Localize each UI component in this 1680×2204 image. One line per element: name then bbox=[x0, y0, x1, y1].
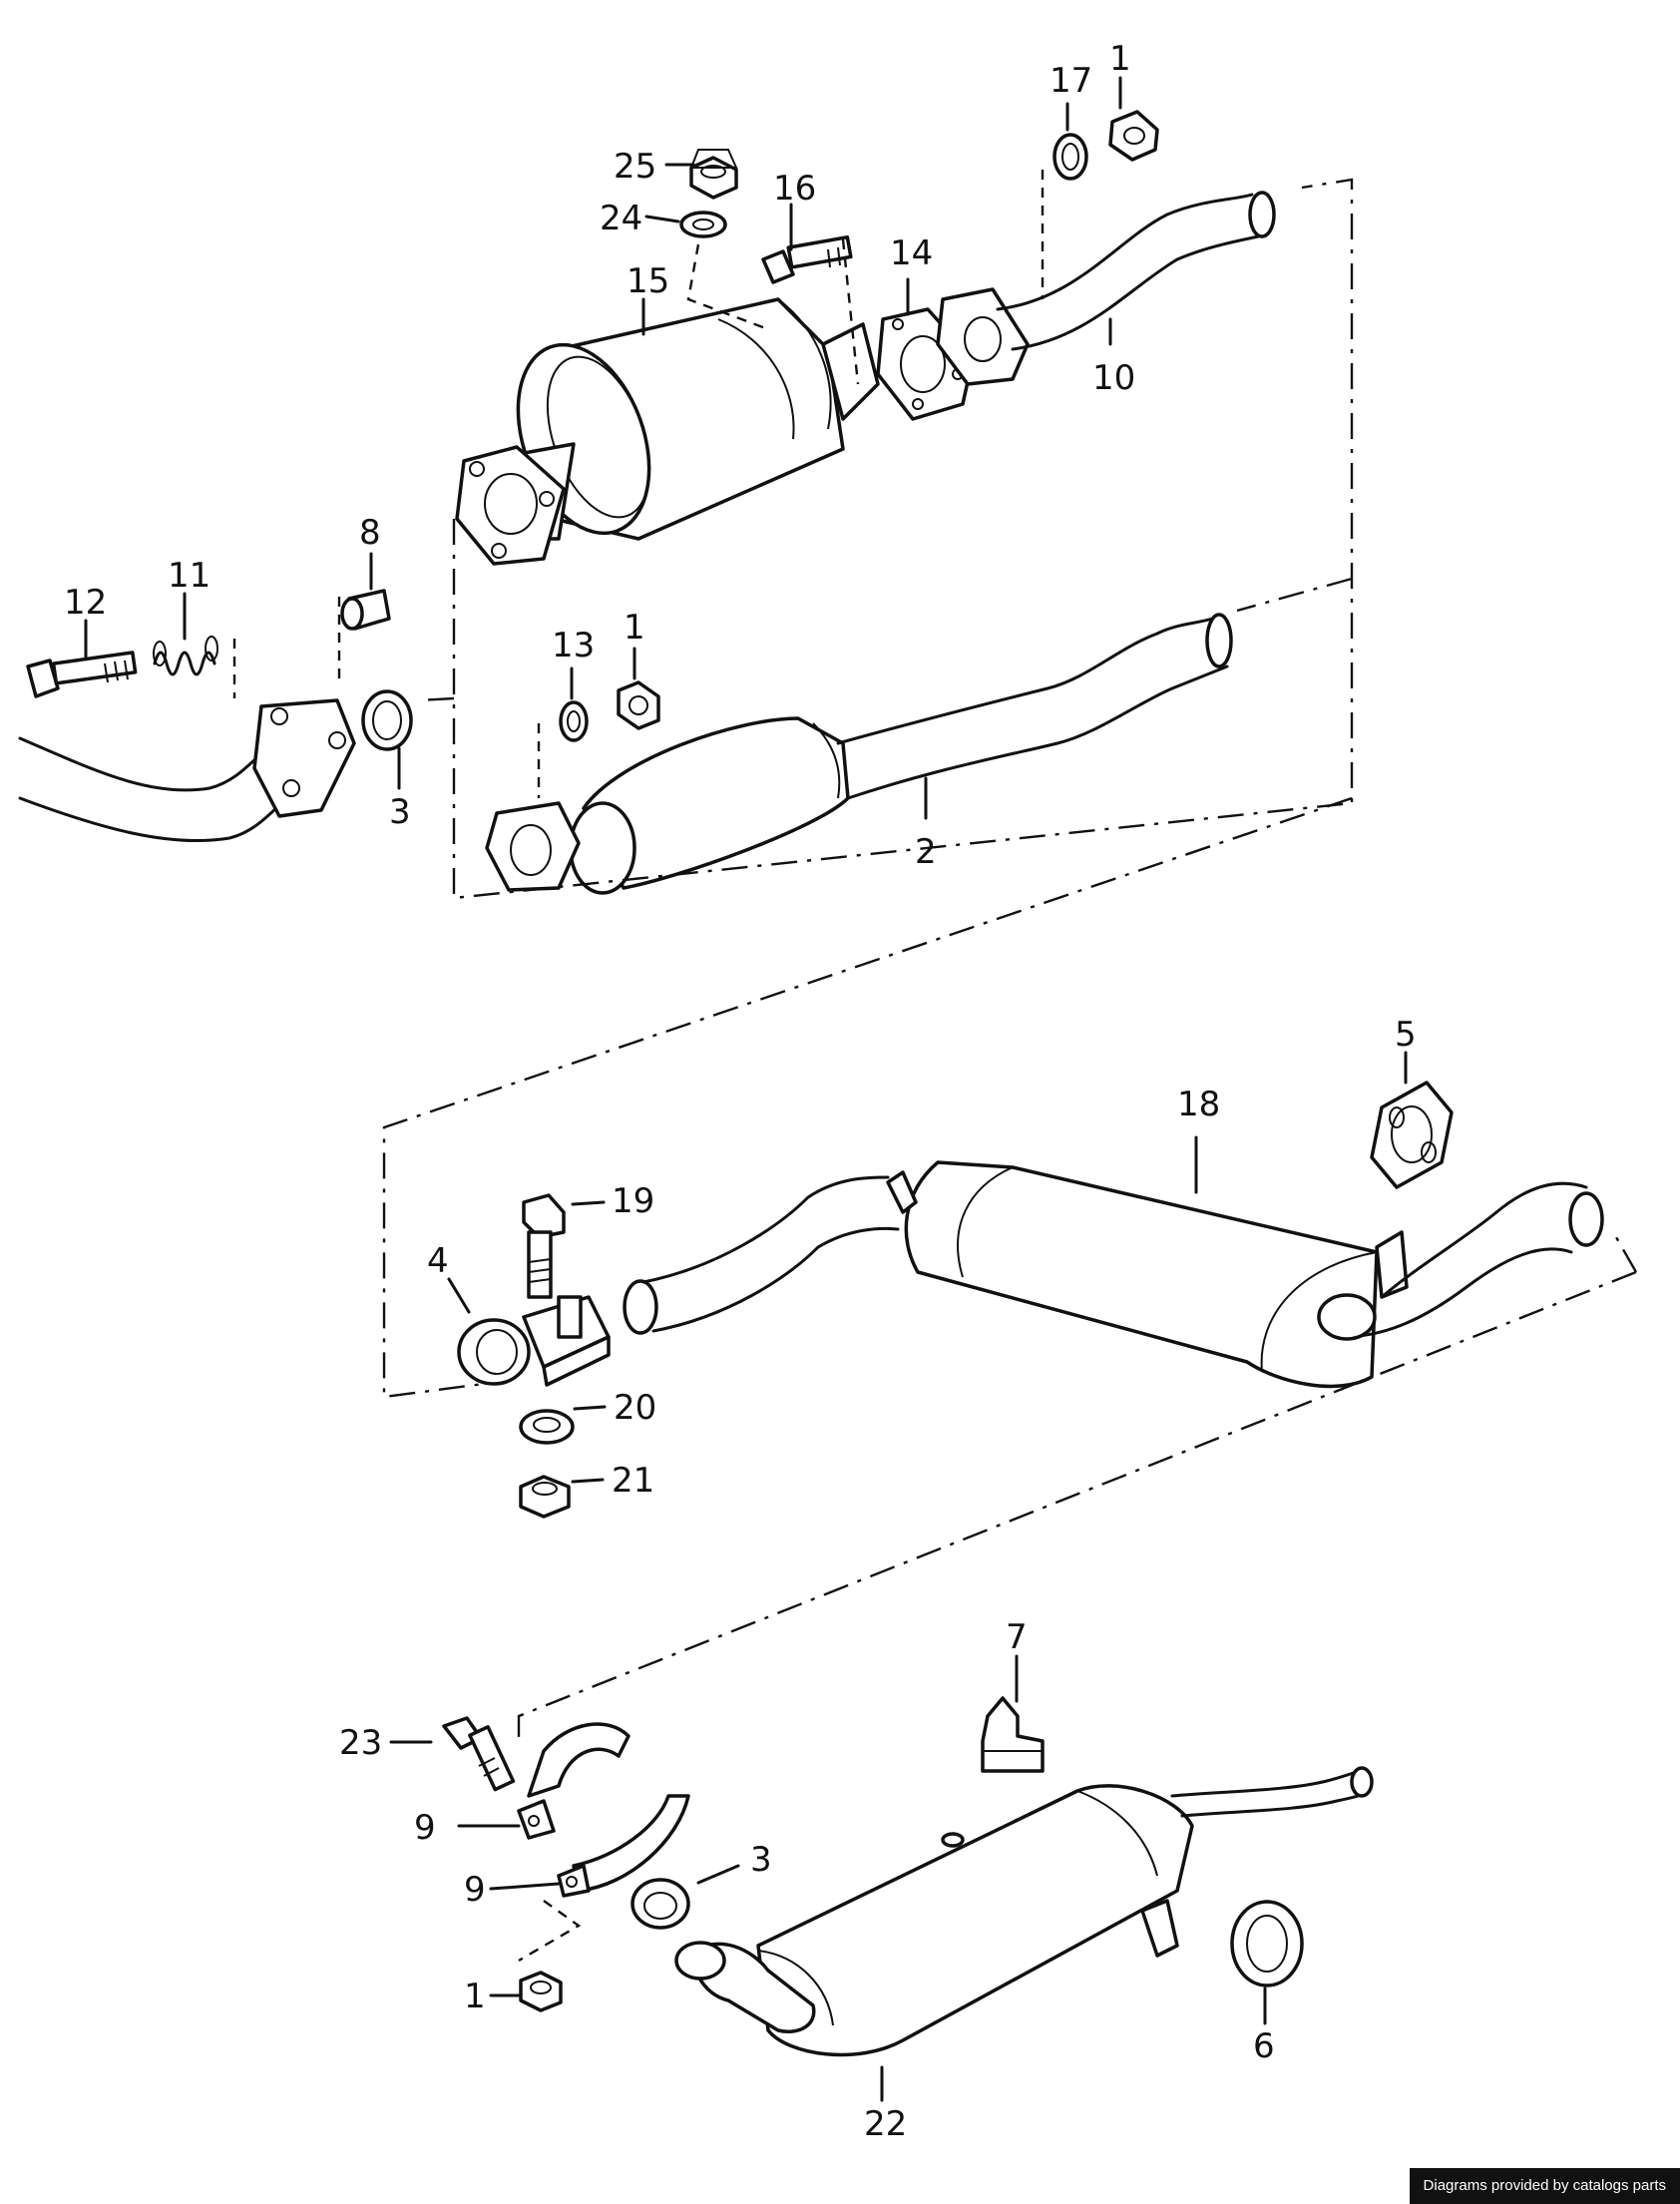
clamp-half-9-upper bbox=[517, 1722, 630, 1840]
bolt-16 bbox=[761, 234, 853, 284]
callout-24: 24 bbox=[600, 199, 642, 238]
rubber-buffer-7 bbox=[981, 1696, 1045, 1773]
intermediate-pipe bbox=[623, 1175, 900, 1335]
bolt-12 bbox=[26, 651, 138, 698]
sealing-ring-3-upper bbox=[361, 689, 413, 751]
callout-7: 7 bbox=[1006, 1617, 1028, 1657]
hex-nut-25 bbox=[689, 149, 738, 200]
callout-23: 23 bbox=[339, 1723, 382, 1763]
callout-1: 1 bbox=[1109, 39, 1131, 79]
bolt-23 bbox=[442, 1716, 516, 1792]
callout-17: 17 bbox=[1050, 61, 1092, 101]
callout-14: 14 bbox=[890, 233, 933, 273]
callout-8: 8 bbox=[359, 513, 381, 553]
sleeve-8 bbox=[340, 589, 391, 631]
assembly-boundary-4 bbox=[382, 796, 1353, 1399]
diagram-credit-footer: Diagrams provided by catalogs parts bbox=[1409, 2168, 1680, 2204]
sealing-ring-3-lower bbox=[630, 1878, 690, 1930]
callout-9: 9 bbox=[414, 1808, 436, 1848]
callout-9: 9 bbox=[464, 1870, 486, 1910]
callout-15: 15 bbox=[627, 261, 669, 301]
callout-3: 3 bbox=[389, 792, 411, 832]
callout-22: 22 bbox=[864, 2104, 907, 2144]
hex-nut-1-bottom bbox=[519, 1971, 563, 2012]
callout-18: 18 bbox=[1177, 1085, 1220, 1124]
callout-1: 1 bbox=[464, 1977, 486, 2016]
callout-2: 2 bbox=[915, 832, 937, 872]
callout-19: 19 bbox=[612, 1181, 654, 1221]
washer-13 bbox=[559, 700, 589, 742]
assembly-boundary-1 bbox=[452, 178, 1354, 900]
callout-11: 11 bbox=[168, 556, 210, 596]
callout-21: 21 bbox=[612, 1461, 654, 1501]
mounting-ring-6 bbox=[1230, 1900, 1304, 1987]
rear-muffler-18 bbox=[886, 1160, 1604, 1389]
hex-nut-1-top bbox=[1108, 110, 1159, 162]
lock-washer-20 bbox=[519, 1409, 575, 1445]
front-pipe-flange bbox=[252, 698, 356, 818]
catalytic-converter bbox=[455, 297, 880, 566]
callout-20: 20 bbox=[614, 1388, 656, 1428]
pipe-clamp-4 bbox=[457, 1295, 611, 1387]
callout-numbers: 1 17 25 24 16 15 14 10 8 12 11 3 13 1 2 … bbox=[64, 39, 1417, 2144]
callout-1: 1 bbox=[624, 608, 645, 648]
callout-25: 25 bbox=[614, 147, 656, 187]
spring-11 bbox=[153, 636, 218, 676]
bolt-19 bbox=[522, 1193, 566, 1299]
callout-13: 13 bbox=[552, 626, 595, 665]
assembly-boundary-5 bbox=[517, 1270, 1637, 1741]
assembly-boundary-6 bbox=[1614, 1236, 1638, 1273]
hex-nut-21 bbox=[519, 1475, 571, 1519]
callout-6: 6 bbox=[1253, 2026, 1275, 2066]
rear-silencer-22 bbox=[674, 1766, 1374, 2057]
middle-muffler-2 bbox=[485, 613, 1233, 895]
leader-lines bbox=[84, 76, 1408, 2102]
washer-24 bbox=[679, 211, 727, 238]
washer-17 bbox=[1052, 133, 1088, 181]
hex-nut-1-middle bbox=[617, 680, 660, 730]
callout-10: 10 bbox=[1092, 358, 1135, 398]
assembly-boundary-3 bbox=[418, 696, 455, 702]
assembly-boundary-2 bbox=[1236, 577, 1353, 613]
callout-16: 16 bbox=[773, 169, 816, 209]
clamp-half-9-lower bbox=[557, 1794, 690, 1898]
connecting-pipe-10 bbox=[936, 191, 1276, 386]
callout-12: 12 bbox=[64, 583, 107, 623]
callout-3: 3 bbox=[750, 1840, 772, 1880]
rubber-mount-5 bbox=[1370, 1081, 1454, 1189]
callout-4: 4 bbox=[427, 1241, 449, 1281]
callout-5: 5 bbox=[1395, 1015, 1417, 1055]
